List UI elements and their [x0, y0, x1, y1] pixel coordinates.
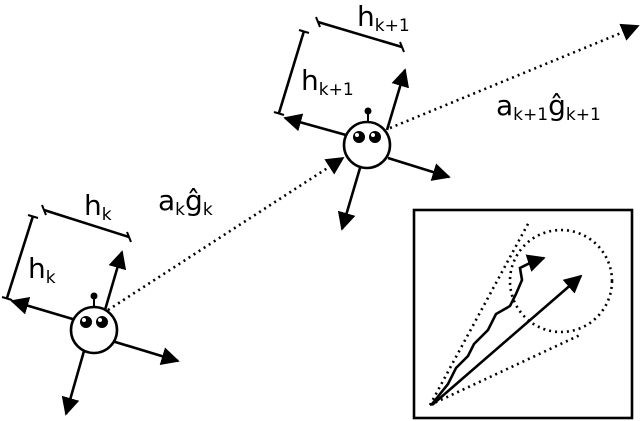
inset-frame: [412, 208, 634, 420]
dimension-bracket-k1-side: [273, 29, 310, 116]
inset-direction-arrow: [431, 274, 583, 406]
perturbation-arrow-down: [337, 167, 362, 231]
inset-path: [430, 254, 546, 405]
dimension-bracket-k1-top: [315, 16, 405, 53]
inset-trust-region-circle: [508, 228, 614, 334]
label-a-k1-g-k1: ak+1ĝk+1: [496, 89, 601, 125]
perturbation-arrow-up: [103, 250, 127, 311]
label-h-k1-top: hk+1: [357, 0, 410, 36]
perturbation-arrow-down: [61, 350, 86, 416]
label-h-k-side: hk: [28, 252, 56, 288]
label-h-k-top: hk: [84, 189, 112, 225]
dimension-bracket-k-top: [41, 204, 132, 243]
perturbation-arrow-right: [111, 339, 180, 365]
perturbation-arrow-left: [283, 113, 347, 137]
step-path-k1: [389, 23, 640, 130]
perturbation-arrow-left: [10, 296, 77, 322]
perturbation-arrow-up: [385, 68, 410, 131]
agent-k1-body: [342, 120, 392, 170]
step-path-k: [107, 156, 345, 312]
agent-k: [10, 250, 180, 416]
dimension-bracket-k-side: [1, 214, 39, 301]
agent-k-body: [69, 305, 119, 355]
label-a-k-g-k: akĝk: [158, 184, 213, 220]
inset-panel: [412, 208, 634, 420]
agent-k1: [283, 68, 451, 231]
perturbation-arrow-right: [387, 156, 451, 181]
label-h-k1-side: hk+1: [301, 64, 354, 100]
